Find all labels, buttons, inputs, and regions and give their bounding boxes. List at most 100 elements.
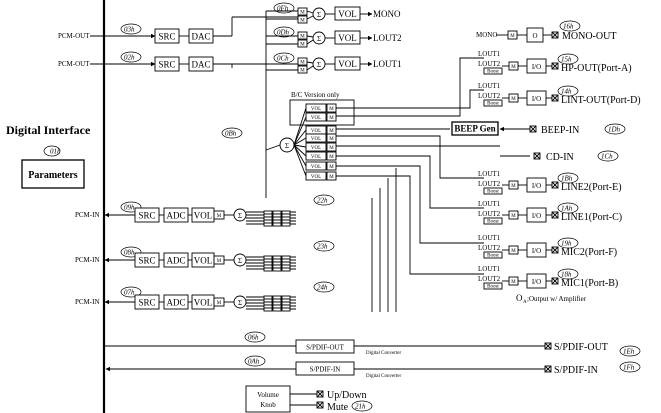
- main-mixer-m-6-label: M: [329, 165, 334, 170]
- svg-text:M: M: [300, 11, 305, 16]
- adc2-cell-0-2-box: [263, 261, 273, 266]
- nid-02h: 02h: [124, 54, 135, 62]
- volume-knob-label-1: Volume: [257, 391, 279, 399]
- main-mixer-wire-0: [293, 107, 307, 146]
- main-mixer-wire-4: [293, 144, 307, 148]
- main-mixer-m-3-label: M: [329, 137, 334, 142]
- adc1-cell-1-4-box: [272, 222, 282, 227]
- adc3-cell-1-0-box: [272, 295, 282, 300]
- pin-line1: LINE1(Port-C): [561, 212, 622, 223]
- main-mixer-m-7-label: M: [329, 175, 334, 180]
- svg-text:Boost: Boost: [487, 254, 499, 259]
- parameters-nid: 01h: [50, 148, 61, 156]
- svg-text:M: M: [300, 43, 305, 48]
- main-mixer-m-4-box: [326, 142, 337, 152]
- volume-knob-label-2: Knob: [260, 401, 276, 409]
- nid-08h: 08h: [124, 249, 135, 257]
- diagram-title: Digital Interface: [6, 123, 91, 137]
- adc1-cell-0-4-box: [263, 222, 273, 227]
- pcm-in-label-1: PCM-IN: [75, 211, 100, 219]
- main-mixer-vol-0-label: VOL: [311, 107, 321, 112]
- nid-1Ch: 1Ch: [601, 153, 613, 161]
- adc2-cell-2-0-box: [281, 255, 291, 260]
- svg-text:M: M: [300, 61, 305, 66]
- svg-text:VOL: VOL: [194, 256, 213, 266]
- knob-up-down: Up/Down: [327, 390, 366, 401]
- oa-note-o: O: [516, 293, 523, 303]
- nid-03h: 03h: [124, 26, 135, 34]
- out-mono: MONO: [373, 9, 401, 19]
- svg-text:M: M: [510, 34, 515, 39]
- nid-22h: 22h: [317, 197, 328, 205]
- adc-chain-2: PCM-IN 08h SRC ADC VOL M Σ 23h: [75, 240, 335, 268]
- vol-lout2: VOL: [338, 33, 357, 43]
- svg-text:M: M: [511, 214, 516, 219]
- dac-chain-top: PCM-OUT 03h SRC DAC: [58, 23, 232, 44]
- main-mixer-m-5-label: M: [329, 155, 334, 160]
- adc3-cell-2-0-box: [281, 295, 291, 300]
- adc2-cell-1-4-box: [272, 267, 282, 272]
- adc2-cell-2-3-box: [281, 264, 291, 269]
- svg-text:Σ: Σ: [238, 257, 242, 265]
- pin-line2: LINE2(Port-E): [561, 182, 622, 193]
- adc3-cell-1-4-box: [272, 307, 282, 312]
- adc2-cell-1-0-box: [272, 255, 282, 260]
- adc3-cell-2-1-box: [281, 298, 291, 303]
- svg-text:M: M: [300, 19, 305, 24]
- svg-text:Σ: Σ: [317, 11, 321, 19]
- nid-21h: 21h: [355, 403, 366, 411]
- out-lout2: LOUT2: [373, 33, 402, 43]
- svg-text:Σ: Σ: [238, 212, 242, 220]
- main-mixer-vol-3-label: VOL: [311, 137, 321, 142]
- svg-text:Boost: Boost: [487, 220, 499, 225]
- adc-chain-3: PCM-IN 07h SRC ADC VOL M Σ 24h: [75, 281, 335, 310]
- svg-text:I/O: I/O: [532, 247, 541, 255]
- main-mixer-m-6-box: [326, 161, 337, 171]
- main-mixer-wire-7: [293, 144, 307, 177]
- nid-14h: 14h: [561, 88, 572, 96]
- main-mixer-m-0-box: [326, 103, 337, 113]
- nid-0Ch: 0Ch: [277, 55, 289, 63]
- adc1-cell-2-4-box: [281, 222, 291, 227]
- mixer-to-pin-wiring: [330, 57, 500, 275]
- pcm-in-label-3: PCM-IN: [75, 298, 100, 306]
- svg-text:ADC: ADC: [166, 256, 185, 266]
- main-mixer-vol-7-label: VOL: [311, 175, 321, 180]
- nid-15h: 15h: [561, 56, 572, 64]
- main-mixer-vol-5-label: VOL: [311, 155, 321, 160]
- nid-24h: 24h: [317, 284, 328, 292]
- main-mixer-vol-1-label: VOL: [311, 116, 321, 121]
- main-mixer-m-1-label: M: [329, 116, 334, 121]
- svg-text:M: M: [511, 249, 516, 254]
- svg-text:Boost: Boost: [487, 70, 499, 75]
- svg-text:LOUT2: LOUT2: [478, 244, 501, 252]
- main-mixer-vol-6-label: VOL: [311, 165, 321, 170]
- adc3-cell-2-4-box: [281, 307, 291, 312]
- nid-19h: 19h: [561, 240, 572, 248]
- digital-converter-note-2: Digital Converter: [366, 374, 401, 379]
- adc3-cell-0-0-box: [263, 295, 273, 300]
- svg-text:VOL: VOL: [194, 298, 213, 308]
- main-mixer-wire-6: [293, 144, 307, 167]
- svg-text:LOUT2: LOUT2: [478, 60, 501, 68]
- adc2-cell-1-2-box: [272, 261, 282, 266]
- pin-spdif-in: S/PDIF-IN: [554, 365, 598, 376]
- svg-text:LOUT1: LOUT1: [478, 234, 501, 242]
- svg-text:LOUT2: LOUT2: [478, 92, 501, 100]
- main-mixer-wire-5: [293, 144, 307, 157]
- dac-block-1: DAC: [191, 32, 210, 42]
- pin-hp-out: HP-OUT(Port-A): [561, 63, 632, 74]
- main-mixer-m-1-box: [326, 112, 337, 122]
- adc3-cell-1-3-box: [272, 304, 282, 309]
- main-mixer-m-3-box: [326, 133, 337, 143]
- digital-converter-note-1: Digital Converter: [366, 351, 401, 356]
- svg-text:SRC: SRC: [138, 256, 155, 266]
- svg-text:LOUT1: LOUT1: [478, 170, 501, 178]
- adc2-cell-1-3-box: [272, 264, 282, 269]
- nid-1Bh: 1Bh: [561, 175, 573, 183]
- pcm-in-label-2: PCM-IN: [75, 256, 100, 264]
- dac-block-2: DAC: [191, 60, 210, 70]
- oa-note-text: ;Output w/ Amplifier: [527, 295, 587, 303]
- pin-spdif-out: S/PDIF-OUT: [554, 342, 608, 353]
